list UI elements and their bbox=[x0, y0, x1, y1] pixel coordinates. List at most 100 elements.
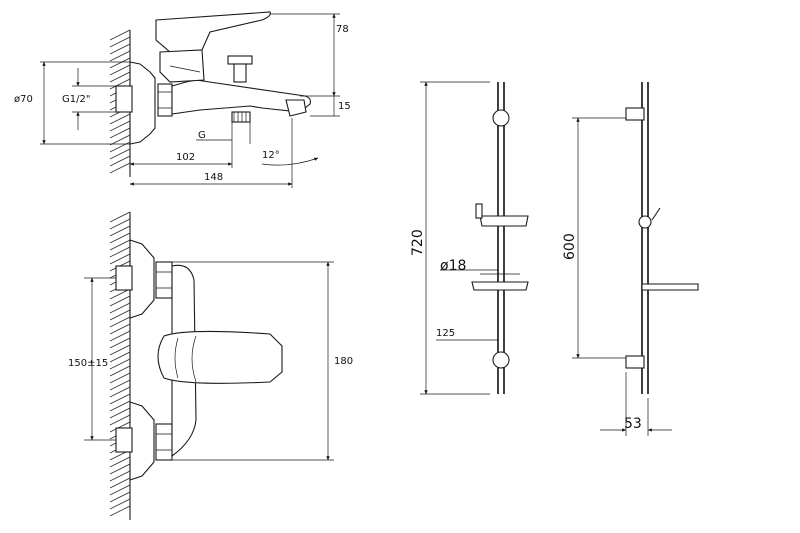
dim-102: 102 bbox=[176, 152, 195, 163]
hatch-line bbox=[109, 505, 131, 517]
dim-53: 53 bbox=[624, 416, 642, 432]
rail-top-bracket bbox=[492, 109, 510, 127]
escutcheon bbox=[129, 61, 156, 145]
dim-78: 78 bbox=[336, 24, 349, 35]
hatch-line bbox=[109, 365, 131, 377]
hatch-line bbox=[109, 470, 131, 482]
hatch-line bbox=[109, 330, 131, 342]
hatch-line bbox=[109, 64, 131, 76]
hatch-line bbox=[109, 120, 131, 132]
dim-d70: ø70 bbox=[14, 94, 33, 105]
hatch-line bbox=[109, 246, 131, 258]
hatch-line bbox=[109, 477, 131, 489]
shower-outlet-thread bbox=[231, 111, 251, 123]
dim-angle: 12° bbox=[262, 150, 280, 161]
hatch-line bbox=[109, 225, 131, 237]
rail-bottom-bracket bbox=[492, 351, 510, 369]
hatch-line bbox=[109, 232, 131, 244]
dim-d18: ø18 bbox=[440, 258, 466, 274]
lower-escutcheon bbox=[129, 401, 155, 481]
diverter-knob bbox=[227, 55, 253, 65]
lower-nut-lines bbox=[156, 433, 172, 451]
inlet-nut bbox=[115, 85, 133, 113]
slider-holder bbox=[479, 215, 529, 227]
hatch-line bbox=[109, 134, 131, 146]
side-soap-dish bbox=[641, 283, 699, 291]
cartridge-housing bbox=[159, 49, 205, 83]
hatch-line bbox=[109, 337, 131, 349]
dim-g: G bbox=[198, 130, 206, 141]
upper-nut bbox=[155, 261, 173, 299]
dim-180: 180 bbox=[334, 356, 353, 367]
dim-g12: G1/2" bbox=[62, 94, 90, 105]
hex-nut-lines bbox=[158, 91, 172, 109]
hatch-line bbox=[109, 484, 131, 496]
hatch-line bbox=[109, 71, 131, 83]
hatch-line bbox=[109, 78, 131, 90]
hatch-line bbox=[109, 29, 131, 41]
lever-front-lines bbox=[174, 335, 197, 383]
side-view: 78 15 ø70 G1/2" G 102 148 12° bbox=[14, 11, 351, 188]
hatch-line bbox=[109, 218, 131, 230]
hatch-line bbox=[109, 253, 131, 265]
lower-inlet bbox=[115, 427, 133, 453]
hatch-line bbox=[109, 127, 131, 139]
side-top-bracket bbox=[625, 107, 645, 121]
upper-escutcheon bbox=[129, 239, 155, 319]
side-bottom-bracket bbox=[625, 355, 645, 369]
hatch-line bbox=[109, 456, 131, 468]
hatch-line bbox=[109, 239, 131, 251]
lower-nut bbox=[155, 423, 173, 461]
side-slider bbox=[638, 215, 652, 229]
hatch-line bbox=[109, 421, 131, 433]
front-view: 150±15 180 bbox=[68, 211, 353, 520]
hatch-line bbox=[109, 498, 131, 510]
rail-side-view: 600 53 bbox=[562, 82, 699, 436]
housing-line bbox=[169, 65, 201, 73]
hatch-line bbox=[109, 386, 131, 398]
upper-nut-lines bbox=[156, 271, 172, 289]
hatch-line bbox=[109, 463, 131, 475]
hatch-line bbox=[109, 358, 131, 370]
hatch-line bbox=[109, 288, 131, 300]
thread-lines bbox=[233, 112, 247, 122]
hatch-line bbox=[109, 43, 131, 55]
spout-outlet bbox=[285, 99, 307, 117]
lever-front bbox=[157, 330, 283, 384]
slider-knob bbox=[475, 203, 483, 219]
hatch-line bbox=[109, 379, 131, 391]
hatch-line bbox=[109, 351, 131, 363]
hatch-line bbox=[109, 162, 131, 174]
rail-front-view: 720 ø18 125 bbox=[410, 81, 529, 395]
dim-148: 148 bbox=[204, 172, 223, 183]
soap-dish bbox=[471, 281, 529, 291]
hatch-line bbox=[109, 36, 131, 48]
hatch-line bbox=[109, 316, 131, 328]
hatch-line bbox=[109, 148, 131, 160]
hatch-line bbox=[109, 407, 131, 419]
dim-125: 125 bbox=[436, 328, 455, 339]
diverter-stem bbox=[233, 63, 247, 83]
hatch-line bbox=[109, 344, 131, 356]
upper-inlet bbox=[115, 265, 133, 291]
hatch-line bbox=[109, 323, 131, 335]
side-slider-knob bbox=[651, 207, 661, 221]
dim-720: 720 bbox=[410, 229, 426, 256]
dim-15: 15 bbox=[338, 101, 351, 112]
hatch-line bbox=[109, 50, 131, 62]
hatch-line bbox=[109, 414, 131, 426]
hatch-line bbox=[109, 309, 131, 321]
hatch-line bbox=[109, 302, 131, 314]
hatch-line bbox=[109, 113, 131, 125]
hatch-line bbox=[109, 400, 131, 412]
hatch-line bbox=[109, 372, 131, 384]
hatch-line bbox=[109, 211, 131, 223]
hatch-line bbox=[109, 155, 131, 167]
dimension-lines-side bbox=[40, 13, 340, 188]
lever-handle bbox=[155, 11, 271, 53]
dim-150: 150±15 bbox=[68, 358, 108, 369]
hatch-line bbox=[109, 393, 131, 405]
hatch-line bbox=[109, 491, 131, 503]
dim-600: 600 bbox=[562, 233, 578, 260]
